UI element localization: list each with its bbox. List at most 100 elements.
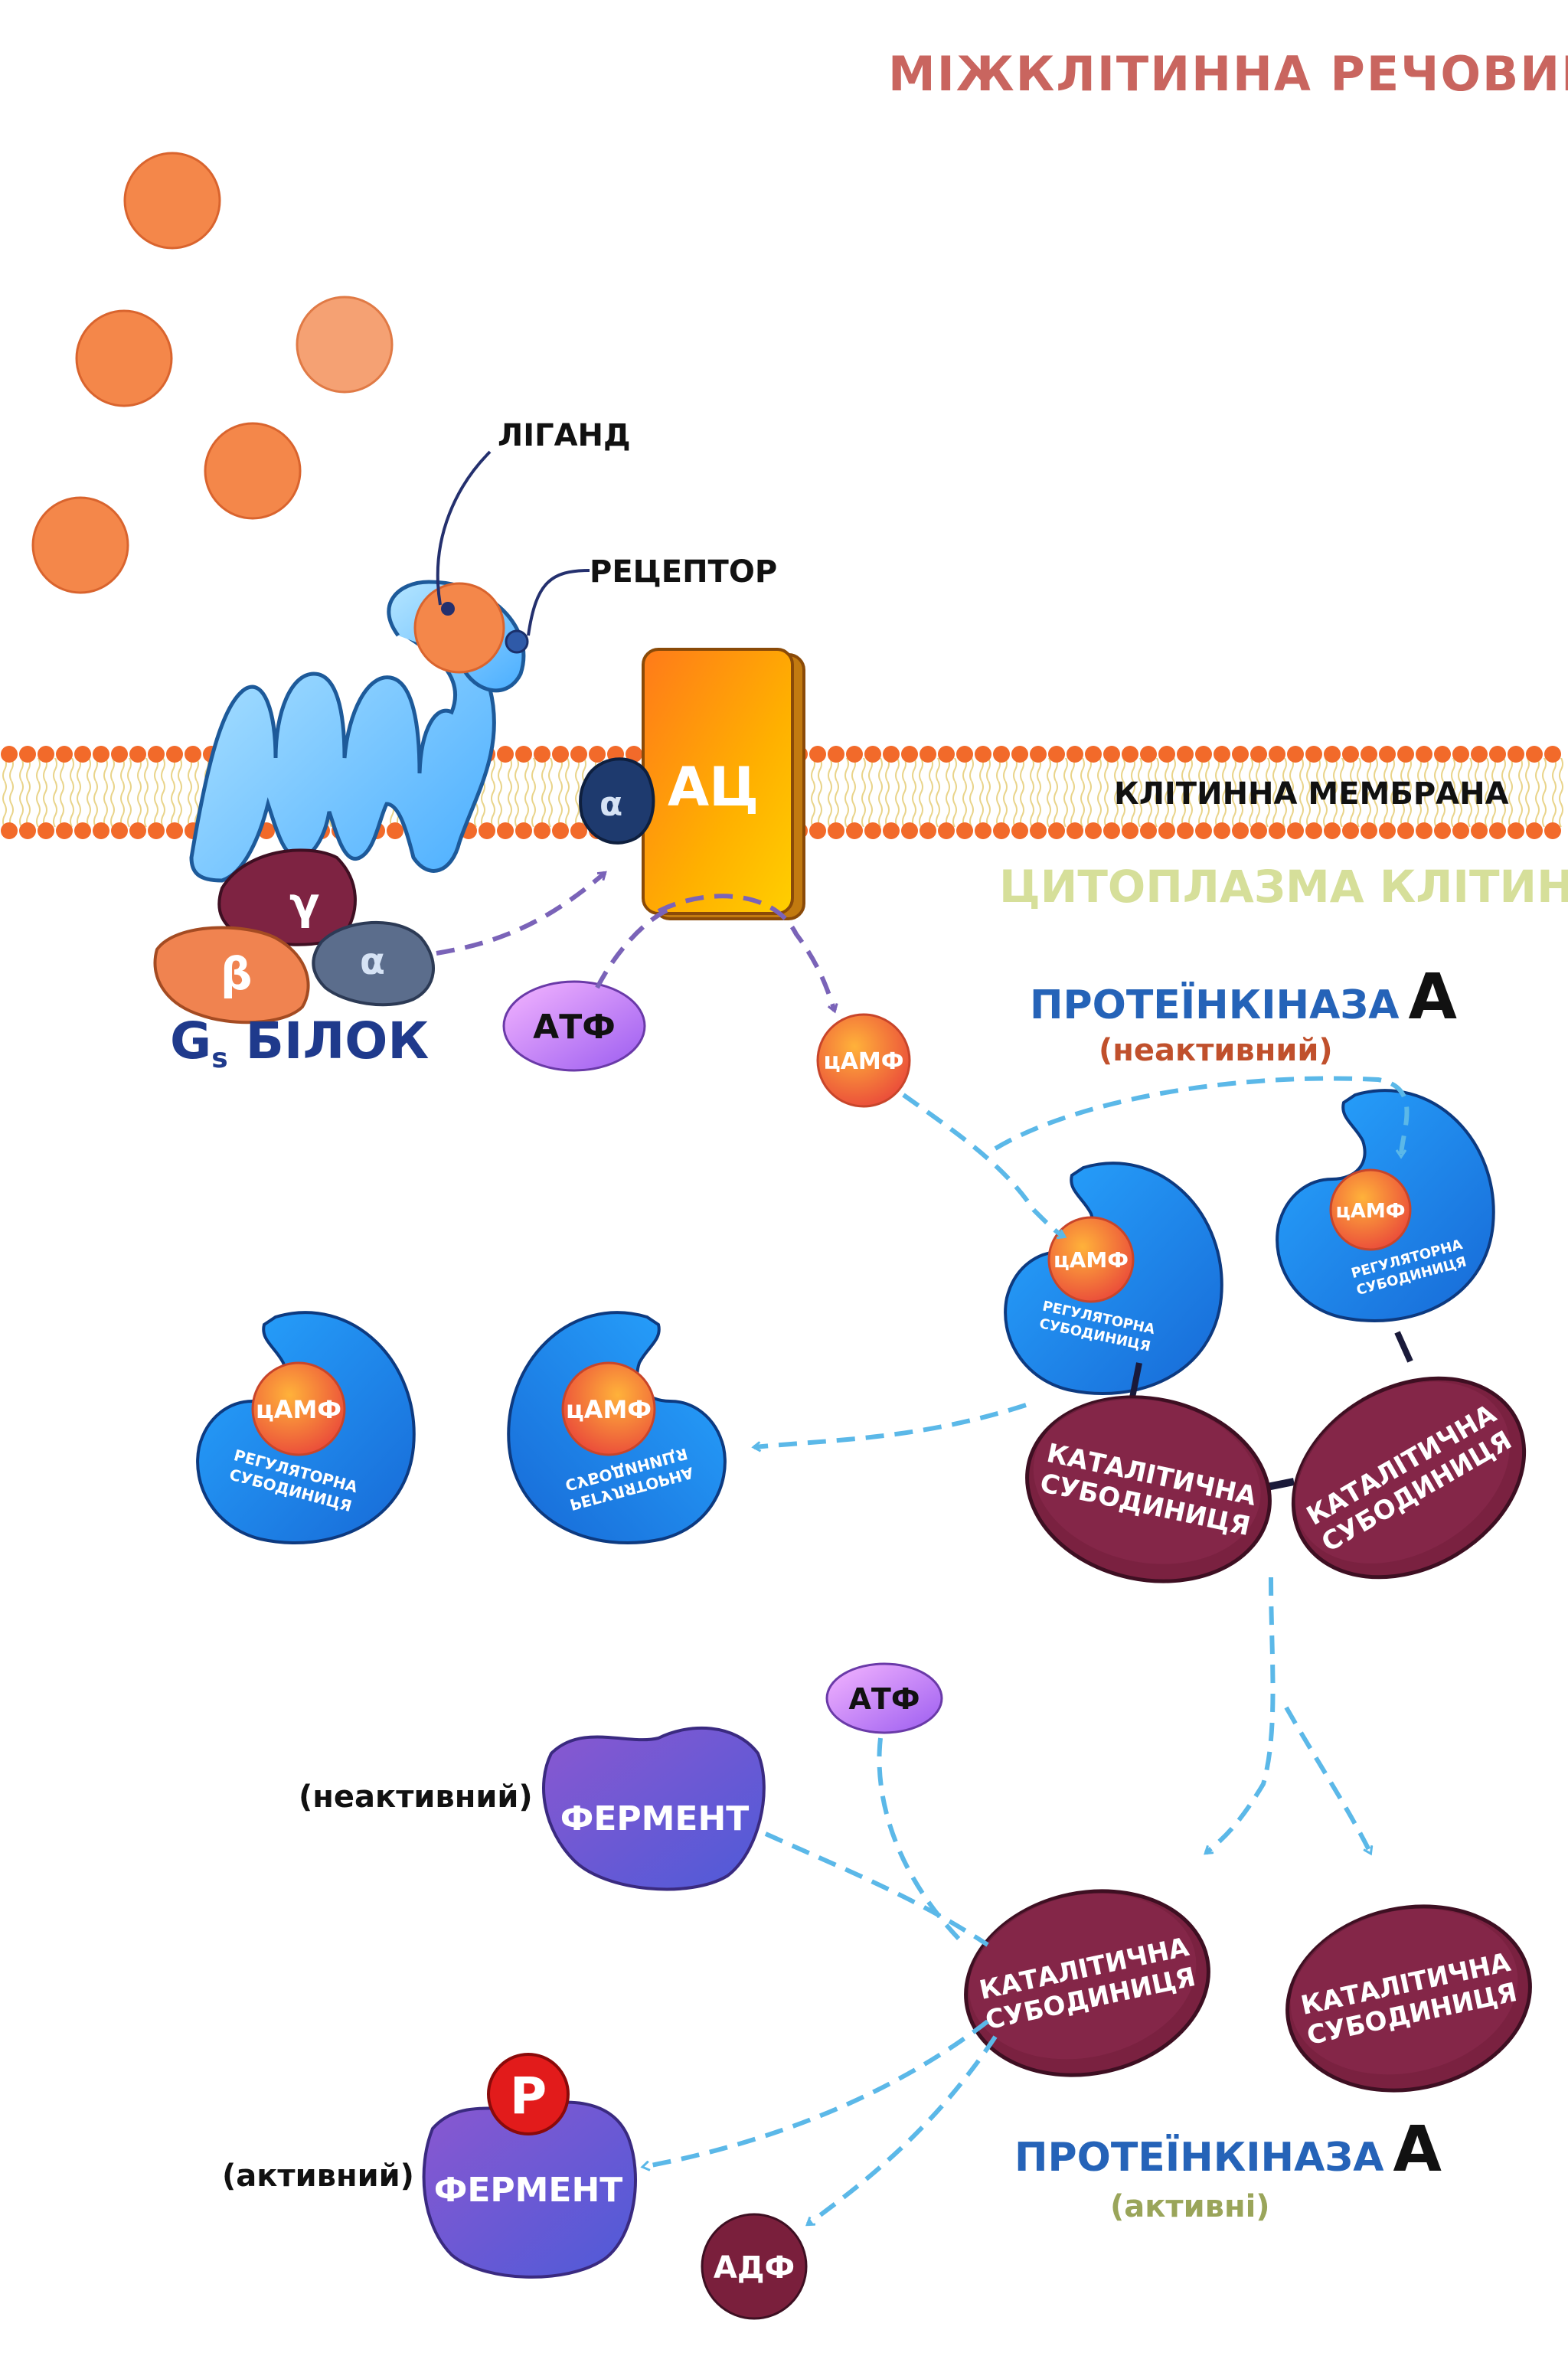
phospholipid-head: [1379, 822, 1396, 839]
title-extracellular: МІЖКЛІТИННА РЕЧОВИНА: [888, 46, 1568, 102]
atp-molecule-2: АТФ: [825, 1662, 943, 1734]
catalytic-subunit-bound-1: КАТАЛІТИЧНА СУБОДИНИЦЯ: [1010, 1375, 1287, 1603]
phospholipid-head: [1489, 822, 1506, 839]
enzyme-inactive-state: (неактивний): [299, 1779, 533, 1815]
phospholipid-head: [129, 822, 146, 839]
phospholipid-head: [166, 822, 183, 839]
phospholipid-head: [1195, 822, 1212, 839]
arrow-to-catalytic-1: [1206, 1577, 1276, 1855]
phospholipid-head: [901, 746, 918, 763]
phospholipid-head: [1526, 746, 1543, 763]
phospholipid-head: [1030, 822, 1047, 839]
phospholipid-head: [1434, 746, 1451, 763]
phospholipid-head: [975, 822, 991, 839]
released-regulatory-subunit-2: цАМФ РЕГУЛЯТОРНА СУБОДИНИЦЯ: [507, 1311, 727, 1544]
phospholipid-head: [570, 746, 587, 763]
phospholipid-head: [1526, 822, 1543, 839]
phospholipid-head: [883, 822, 900, 839]
alpha-bound-to-ac: [579, 757, 655, 845]
camp-molecule: цАМФ: [816, 1013, 911, 1108]
phospholipid-head: [515, 746, 532, 763]
phospholipid-head: [956, 822, 973, 839]
phospholipid-head: [1342, 746, 1359, 763]
phospholipid-head: [1122, 822, 1138, 839]
enzyme-label: ФЕРМЕНТ: [560, 1799, 750, 1838]
phospholipid-head: [1140, 746, 1157, 763]
phospholipid-head: [1103, 822, 1120, 839]
phospholipid-head: [497, 746, 514, 763]
phospholipid-head: [809, 822, 826, 839]
phospholipid-head: [387, 822, 403, 839]
camp-in-regulatory: цАМФ: [566, 1395, 652, 1424]
phospholipid-head: [1048, 746, 1065, 763]
ligand-circle: [123, 152, 221, 250]
ligand-molecules: [31, 152, 394, 594]
membrane-label: КЛІТИННА МЕМБРАНА: [1114, 776, 1509, 812]
phospholipid-head: [74, 822, 91, 839]
adp-molecule: АДФ: [701, 2213, 808, 2320]
phospholipid-head: [93, 746, 109, 763]
phospholipid-head: [148, 822, 165, 839]
phospholipid-head: [1232, 822, 1249, 839]
ligand-circle: [75, 309, 173, 407]
phospholipid-head: [1, 746, 18, 763]
phospholipid-head: [1158, 746, 1175, 763]
phospholipid-head: [1361, 746, 1377, 763]
enzyme-active: ФЕРМЕНТ P: [422, 2053, 637, 2279]
pka-active-state: (активні): [1110, 2189, 1270, 2224]
phospholipid-head: [920, 746, 936, 763]
phospholipid-head: [1085, 822, 1102, 839]
phospholipid-head: [1508, 822, 1524, 839]
phospholipid-head: [1140, 822, 1157, 839]
phospholipid-head: [148, 746, 165, 763]
phospholipid-head: [1452, 746, 1469, 763]
phospholipid-head: [1214, 746, 1230, 763]
phospholipid-head: [1544, 746, 1561, 763]
phospholipid-head: [1416, 822, 1432, 839]
phospholipid-head: [111, 822, 128, 839]
phospholipid-head: [1048, 822, 1065, 839]
camp-in-regulatory: цАМФ: [256, 1395, 341, 1424]
phospholipid-head: [1011, 822, 1028, 839]
phospholipid-head: [56, 746, 73, 763]
enzyme-inactive: ФЕРМЕНТ: [542, 1726, 766, 1891]
gamma-symbol: γ: [289, 877, 320, 930]
ligand-circle: [296, 296, 394, 394]
phospholipid-head: [1269, 822, 1285, 839]
gs-protein: γ β α Gs БІЛОК: [153, 848, 435, 1074]
phospholipid-head: [552, 746, 569, 763]
receptor-label: РЕЦЕПТОР: [590, 554, 777, 590]
phospholipid-head: [1397, 746, 1414, 763]
pka-inactive-state: (неактивний): [1099, 1033, 1333, 1068]
arrow-camp-to-reg2: [994, 1076, 1410, 1156]
phospholipid-head: [1250, 746, 1267, 763]
phospholipid-head: [1232, 746, 1249, 763]
arrow-to-catalytic-2: [1284, 1706, 1370, 1853]
phospholipid-head: [1361, 822, 1377, 839]
phospholipid-head: [1195, 746, 1212, 763]
arrow-atp-to-ac: [595, 905, 675, 989]
phospholipid-head: [828, 822, 844, 839]
gs-protein-label: Gs БІЛОК: [170, 1011, 429, 1074]
phospholipid-head: [1342, 822, 1359, 839]
phospholipid-head: [938, 822, 955, 839]
phospholipid-head: [1067, 822, 1083, 839]
phospholipid-head: [1011, 746, 1028, 763]
phospholipid-head: [846, 746, 863, 763]
phospholipid-head: [1250, 822, 1267, 839]
phosphate-label: P: [510, 2067, 547, 2126]
alpha-subunit: [312, 920, 435, 1007]
phospholipid-head: [589, 746, 606, 763]
ac-label: АЦ: [668, 756, 759, 819]
phospholipid-head: [938, 746, 955, 763]
bound-ligand: [413, 582, 505, 674]
phospholipid-head: [166, 746, 183, 763]
arrow-enzyme-to-catalytic: [764, 1832, 989, 1947]
phospholipid-head: [1508, 746, 1524, 763]
phospholipid-head: [74, 746, 91, 763]
phospholipid-head: [1030, 746, 1047, 763]
cytoplasm-label: ЦИТОПЛАЗМА КЛІТИНИ: [999, 861, 1568, 913]
